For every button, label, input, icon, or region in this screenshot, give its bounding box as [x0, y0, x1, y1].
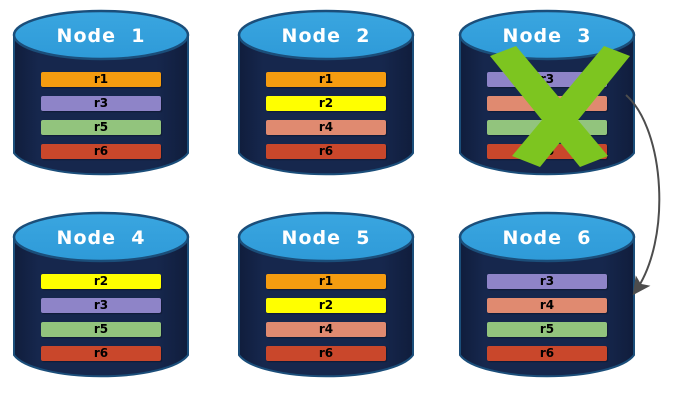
record-bar-label: r6 [539, 346, 555, 360]
node-cylinder-1[interactable]: Node 1 r1 r3 r5 r6 [12, 8, 190, 180]
record-bar[interactable]: r6 [487, 144, 607, 159]
record-bar-list: r3 r4 r5 r6 [487, 274, 607, 370]
record-bar[interactable]: r2 [266, 298, 386, 313]
node-cylinder-5[interactable]: Node 5 r1 r2 r4 r6 [237, 210, 415, 382]
node-cylinder-4[interactable]: Node 4 r2 r3 r5 r6 [12, 210, 190, 382]
record-bar-label: r6 [318, 346, 334, 360]
record-bar-label: r2 [318, 96, 334, 110]
record-bar-list: r1 r2 r4 r6 [266, 274, 386, 370]
record-bar-list: r1 r2 r4 r6 [266, 72, 386, 168]
record-bar-label: r1 [93, 72, 109, 86]
record-bar-list: r3 r4 r5 r6 [487, 72, 607, 168]
record-bar[interactable]: r6 [266, 144, 386, 159]
record-bar[interactable]: r1 [41, 72, 161, 87]
node-cylinder-3[interactable]: Node 3 r3 r4 r5 r6 [458, 8, 636, 180]
record-bar-label: r5 [93, 120, 109, 134]
record-bar-label: r3 [539, 72, 555, 86]
record-bar-label: r3 [93, 96, 109, 110]
record-bar-list: r1 r3 r5 r6 [41, 72, 161, 168]
record-bar[interactable]: r3 [41, 96, 161, 111]
record-bar[interactable]: r5 [487, 120, 607, 135]
record-bar[interactable]: r4 [266, 120, 386, 135]
record-bar-label: r1 [318, 274, 334, 288]
record-bar[interactable]: r5 [487, 322, 607, 337]
record-bar-label: r4 [539, 96, 555, 110]
record-bar[interactable]: r3 [487, 274, 607, 289]
node-cylinder-2[interactable]: Node 2 r1 r2 r4 r6 [237, 8, 415, 180]
record-bar[interactable]: r4 [487, 298, 607, 313]
record-bar[interactable]: r2 [266, 96, 386, 111]
record-bar-label: r5 [93, 322, 109, 336]
node-cylinder-6[interactable]: Node 6 r3 r4 r5 r6 [458, 210, 636, 382]
record-bar-label: r3 [93, 298, 109, 312]
record-bar[interactable]: r1 [266, 274, 386, 289]
record-bar-label: r4 [539, 298, 555, 312]
record-bar-label: r6 [93, 144, 109, 158]
record-bar[interactable]: r4 [487, 96, 607, 111]
record-bar[interactable]: r6 [266, 346, 386, 361]
record-bar-label: r5 [539, 120, 555, 134]
record-bar-label: r4 [318, 120, 334, 134]
record-bar[interactable]: r6 [41, 346, 161, 361]
record-bar-label: r5 [539, 322, 555, 336]
record-bar-label: r2 [318, 298, 334, 312]
record-bar-label: r6 [539, 144, 555, 158]
record-bar-label: r2 [93, 274, 109, 288]
record-bar-list: r2 r3 r5 r6 [41, 274, 161, 370]
record-bar[interactable]: r1 [266, 72, 386, 87]
record-bar-label: r1 [318, 72, 334, 86]
record-bar[interactable]: r5 [41, 322, 161, 337]
record-bar-label: r4 [318, 322, 334, 336]
record-bar-label: r6 [318, 144, 334, 158]
record-bar[interactable]: r3 [487, 72, 607, 87]
record-bar[interactable]: r6 [487, 346, 607, 361]
record-bar-label: r6 [93, 346, 109, 360]
record-bar[interactable]: r2 [41, 274, 161, 289]
record-bar[interactable]: r3 [41, 298, 161, 313]
record-bar[interactable]: r6 [41, 144, 161, 159]
record-bar[interactable]: r4 [266, 322, 386, 337]
record-bar[interactable]: r5 [41, 120, 161, 135]
record-bar-label: r3 [539, 274, 555, 288]
